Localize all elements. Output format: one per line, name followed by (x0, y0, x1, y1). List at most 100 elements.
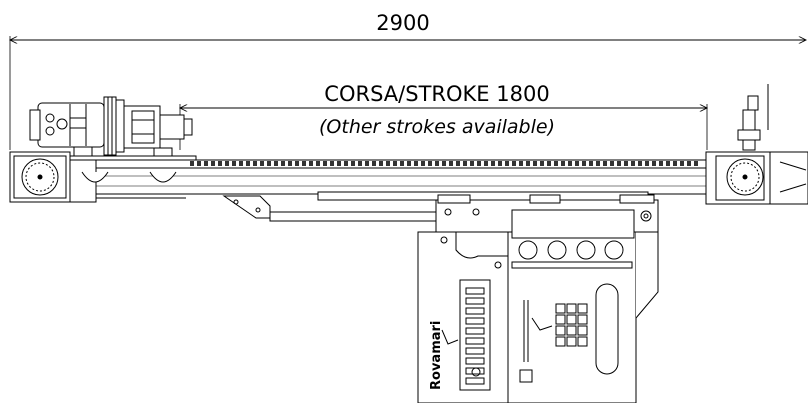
panel-button (566, 325, 577, 336)
chain-link (491, 161, 495, 166)
left-end-head (9, 151, 97, 203)
chain-link (435, 161, 439, 166)
chain-link (372, 161, 376, 166)
chain-link (456, 161, 460, 166)
chain-link (610, 161, 614, 166)
pulley-wheels (81, 171, 186, 199)
chain-link (652, 161, 656, 166)
chain-link (519, 161, 523, 166)
stroke-note: (Other strokes available) (319, 116, 555, 138)
chain-link (218, 161, 222, 166)
chain-link (274, 161, 278, 166)
chain-link (288, 161, 292, 166)
connector-slot (465, 317, 485, 325)
drive-chain (190, 161, 698, 166)
chain-link (505, 161, 509, 166)
chain-link (540, 161, 544, 166)
chain-link (659, 161, 663, 166)
panel-button (577, 303, 588, 314)
chain-link (260, 161, 264, 166)
chain-link (414, 161, 418, 166)
chain-link (421, 161, 425, 166)
chain-link (253, 161, 257, 166)
chain-link (232, 161, 236, 166)
chain-link (638, 161, 642, 166)
motor-assembly (29, 96, 197, 163)
brand-logo: Rovamari (429, 321, 444, 390)
panel-button (566, 303, 577, 314)
stroke-label: CORSA/STROKE 1800 (324, 82, 549, 106)
chain-link (407, 161, 411, 166)
panel-button (555, 325, 566, 336)
connector-slot (465, 327, 485, 335)
chain-link (631, 161, 635, 166)
chain-link (624, 161, 628, 166)
connector-slot (465, 347, 485, 355)
chain-link (190, 161, 194, 166)
chain-link (526, 161, 530, 166)
chain-link (239, 161, 243, 166)
chain-link (379, 161, 383, 166)
chain-link (330, 161, 334, 166)
panel-button (555, 303, 566, 314)
chain-link (225, 161, 229, 166)
chain-link (295, 161, 299, 166)
gripper-body (417, 231, 509, 403)
chain-link (554, 161, 558, 166)
chain-link (246, 161, 250, 166)
chain-link (428, 161, 432, 166)
chain-link (449, 161, 453, 166)
chain-link (603, 161, 607, 166)
chain-link (309, 161, 313, 166)
gripper-head (507, 209, 659, 403)
chain-link (687, 161, 691, 166)
chain-link (694, 161, 698, 166)
chain-link (211, 161, 215, 166)
chain-link (666, 161, 670, 166)
chain-link (400, 161, 404, 166)
chain-link (673, 161, 677, 166)
chain-link (365, 161, 369, 166)
chain-link (596, 161, 600, 166)
chain-link (589, 161, 593, 166)
total-length-label: 2900 (376, 11, 429, 35)
connector-slot (465, 377, 485, 385)
connector-slot (465, 337, 485, 345)
panel-button (555, 336, 566, 347)
chain-link (645, 161, 649, 166)
stroke-dimension: CORSA/STROKE 1800 (Other strokes availab… (180, 82, 707, 150)
chain-link (568, 161, 572, 166)
panel-button (555, 314, 566, 325)
chain-link (442, 161, 446, 166)
chain-link (393, 161, 397, 166)
panel-button (566, 336, 577, 347)
connector-slot (465, 367, 485, 375)
connector-slot (465, 307, 485, 315)
panel-button (566, 314, 577, 325)
chain-link (680, 161, 684, 166)
chain-link (463, 161, 467, 166)
chain-link (582, 161, 586, 166)
chain-link (547, 161, 551, 166)
chain-link (470, 161, 474, 166)
total-length-dimension: 2900 (10, 11, 806, 150)
chain-link (575, 161, 579, 166)
chain-link (533, 161, 537, 166)
right-end-head (705, 84, 808, 205)
panel-button (577, 325, 588, 336)
chain-link (386, 161, 390, 166)
connector-slot (465, 297, 485, 305)
chain-link (337, 161, 341, 166)
chain-link (267, 161, 271, 166)
svg-text:Rovamari: Rovamari (429, 321, 444, 390)
chain-link (477, 161, 481, 166)
chain-link (281, 161, 285, 166)
connector-slot (465, 287, 485, 295)
chain-link (512, 161, 516, 166)
chain-link (484, 161, 488, 166)
chain-link (498, 161, 502, 166)
chain-link (617, 161, 621, 166)
panel-button (577, 336, 588, 347)
chain-link (344, 161, 348, 166)
chain-link (197, 161, 201, 166)
